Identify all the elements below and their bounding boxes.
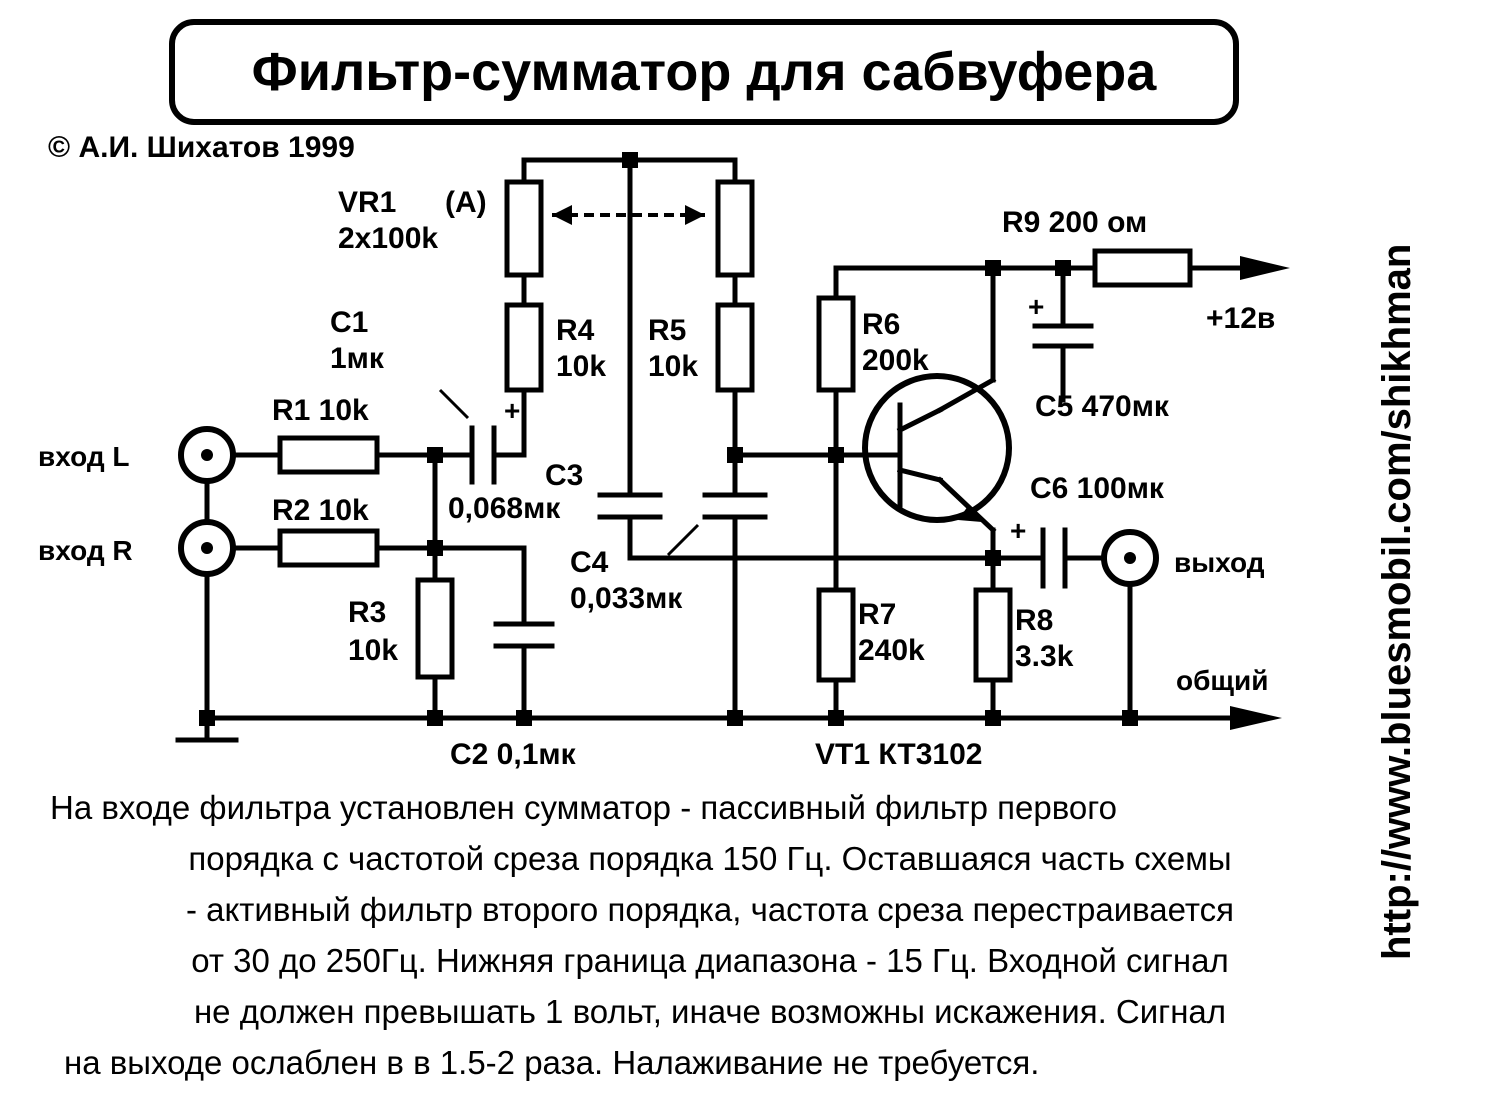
- label-r7: R7: [858, 598, 896, 631]
- transistor-vt1: [862, 373, 1012, 523]
- title-frame: [169, 19, 1239, 125]
- label-vr1-a: (A): [445, 186, 487, 219]
- label-r5: R5: [648, 314, 686, 347]
- label-vr1: VR1: [338, 186, 396, 219]
- side-url: http://www.bluesmobil.com/shikhman: [1375, 244, 1419, 960]
- label-c4-value: 0,033мк: [570, 582, 683, 615]
- resistor-r2: [277, 528, 380, 568]
- label-r6: R6: [862, 308, 900, 341]
- description-line: от 30 до 250Гц. Нижняя граница диапазона…: [191, 942, 1229, 979]
- label-vr1-value: 2x100k: [338, 222, 438, 255]
- description-line: - активный фильтр второго порядка, часто…: [185, 891, 1235, 928]
- resistor-r3: [415, 577, 455, 680]
- page-title: Фильтр-сумматор для сабвуфера: [252, 42, 1158, 102]
- description-line: не должен превышать 1 вольт, иначе возмо…: [193, 993, 1227, 1030]
- label-c3-value: 0,068мк: [448, 492, 561, 525]
- potentiometer-vr1-left: [504, 179, 544, 278]
- label-r9: R9 200 ом: [1002, 206, 1147, 239]
- label-r6-value: 200k: [862, 344, 929, 377]
- label-r1: R1 10k: [272, 394, 369, 427]
- resistor-r5: [715, 302, 755, 393]
- label-supply: +12в: [1206, 302, 1275, 335]
- supply-arrow: [1240, 256, 1290, 280]
- label-r3: R3: [348, 596, 386, 629]
- resistor-r7: [816, 587, 856, 683]
- label-c4: C4: [570, 546, 609, 579]
- label-r2: R2 10k: [272, 494, 369, 527]
- label-r5-value: 10k: [648, 350, 698, 383]
- label-c3: C3: [545, 459, 583, 492]
- common-arrow: [1230, 706, 1282, 730]
- label-c1-value: 1мк: [330, 342, 385, 375]
- resistor-r8: [973, 587, 1013, 683]
- jack-input-l: [178, 426, 236, 484]
- label-c5: C5 470мк: [1035, 390, 1170, 423]
- label-r4: R4: [556, 314, 595, 347]
- label-input-l: вход L: [38, 441, 129, 472]
- label-r8-value: 3.3k: [1015, 640, 1074, 673]
- description-line: порядка с частотой среза порядка 150 Гц.…: [188, 840, 1232, 877]
- junction-nodes: [199, 152, 1138, 726]
- label-r8: R8: [1015, 604, 1053, 637]
- label-r4-value: 10k: [556, 350, 606, 383]
- label-r7-value: 240k: [858, 634, 925, 667]
- potentiometer-vr1-right: [715, 179, 755, 278]
- capacitor-c4: [702, 492, 768, 520]
- wires: [175, 157, 1243, 743]
- label-c6: C6 100мк: [1030, 472, 1165, 505]
- label-r3-value: 10k: [348, 634, 398, 667]
- description-text: На входе фильтра установлен сумматор - п…: [50, 782, 1370, 1088]
- resistor-r6: [816, 295, 856, 393]
- resistor-r1: [277, 435, 380, 475]
- label-c1: C1: [330, 306, 368, 339]
- capacitor-c3: [597, 492, 663, 520]
- copyright: © А.И. Шихатов 1999: [48, 131, 355, 164]
- capacitor-c1: [469, 425, 497, 485]
- jack-output: [1101, 529, 1159, 587]
- resistor-r4: [504, 302, 544, 393]
- capacitor-c2: [493, 621, 555, 649]
- capacitor-c5: [1032, 323, 1094, 349]
- description-line: на выходе ослаблен в в 1.5-2 раза. Налаж…: [64, 1044, 1040, 1081]
- label-output: выход: [1174, 547, 1265, 578]
- label-common: общий: [1176, 665, 1268, 696]
- capacitor-c6: [1040, 527, 1068, 589]
- label-c2: C2 0,1мк: [450, 738, 577, 771]
- plus-c1: +: [504, 395, 520, 426]
- plus-c6: +: [1010, 515, 1026, 546]
- label-vt1: VT1 КТ3102: [815, 738, 982, 771]
- resistor-r9: [1092, 248, 1193, 288]
- plus-c5: +: [1028, 291, 1044, 322]
- jack-input-r: [178, 519, 236, 577]
- description-line: На входе фильтра установлен сумматор - п…: [50, 789, 1117, 826]
- label-input-r: вход R: [38, 535, 133, 566]
